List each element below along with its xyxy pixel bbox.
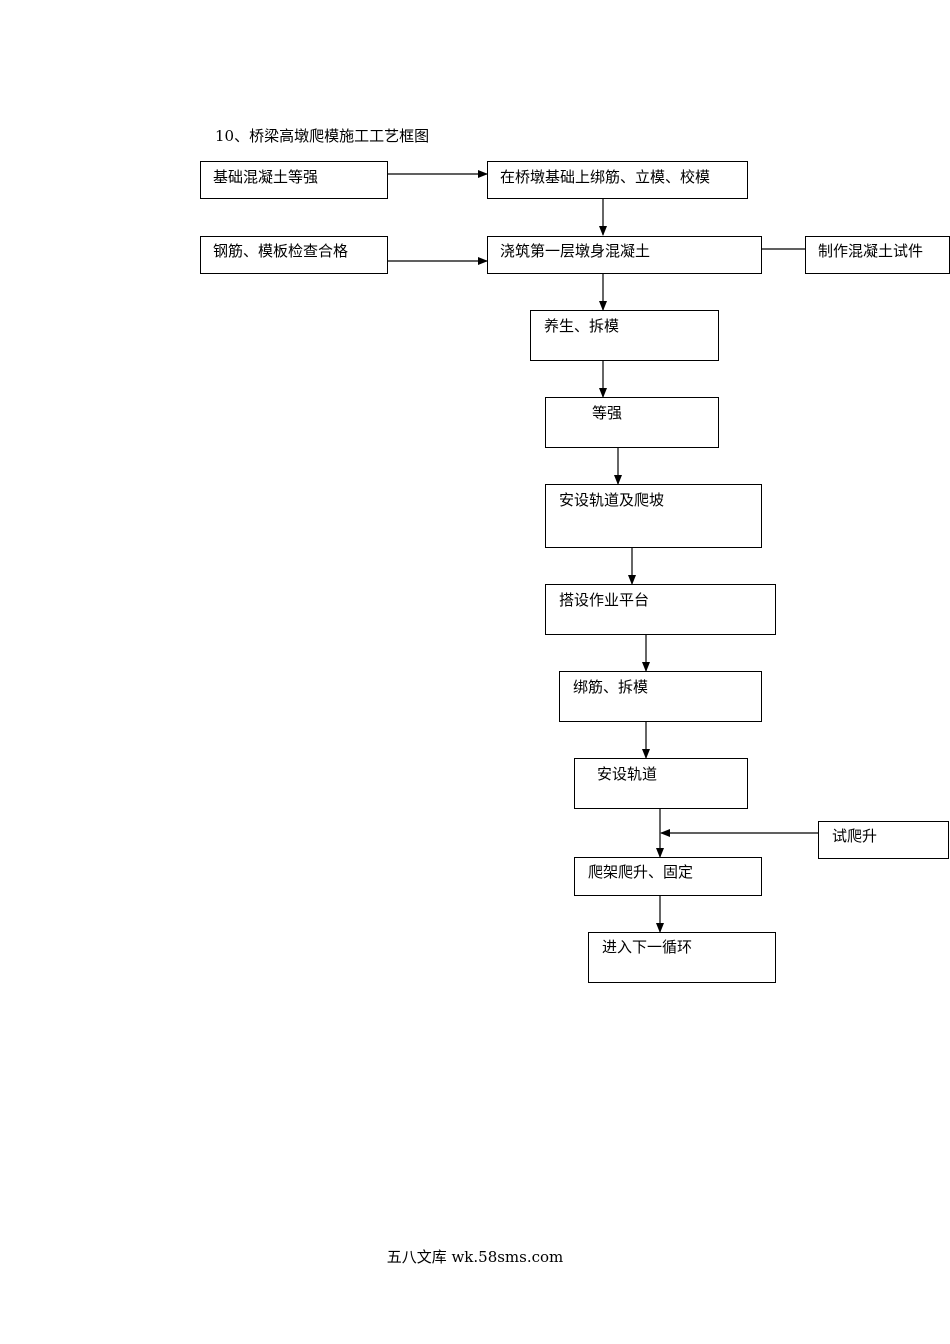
node-guidao: 安设轨道 [574, 758, 748, 809]
node-shijian-label: 制作混凝土试件 [818, 242, 924, 260]
node-bangjin-chaimo-label: 绑筋、拆模 [573, 678, 649, 696]
node-jichu: 基础混凝土等强 [200, 161, 388, 199]
node-guidao-pabo-label: 安设轨道及爬坡 [559, 491, 665, 509]
node-bangjin-chaimo: 绑筋、拆模 [559, 671, 762, 722]
node-guidao-label: 安设轨道 [597, 765, 658, 783]
node-xiayi-label: 进入下一循环 [602, 938, 693, 956]
node-jiaozhu-label: 浇筑第一层墩身混凝土 [500, 242, 651, 260]
node-gangjin: 钢筋、模板检查合格 [200, 236, 388, 274]
node-pingtai: 搭设作业平台 [545, 584, 776, 635]
node-pingtai-label: 搭设作业平台 [559, 591, 650, 609]
node-pajia-label: 爬架爬升、固定 [588, 863, 694, 881]
node-shijian: 制作混凝土试件 [805, 236, 950, 274]
node-pajia: 爬架爬升、固定 [574, 857, 762, 896]
node-xiayi: 进入下一循环 [588, 932, 776, 983]
node-dengqiang: 等强 [545, 397, 719, 448]
node-shipa: 试爬升 [818, 821, 949, 859]
node-dengqiang-label: 等强 [592, 404, 623, 422]
node-bangjin-label: 在桥墩基础上绑筋、立模、校模 [500, 168, 711, 186]
node-shipa-label: 试爬升 [832, 827, 878, 845]
node-yangsheng: 养生、拆模 [530, 310, 719, 361]
node-guidao-pabo: 安设轨道及爬坡 [545, 484, 762, 548]
node-jichu-label: 基础混凝土等强 [213, 168, 319, 186]
node-bangjin: 在桥墩基础上绑筋、立模、校模 [487, 161, 748, 199]
node-yangsheng-label: 养生、拆模 [544, 317, 620, 335]
page-footer: 五八文库 wk.58sms.com [386, 1248, 564, 1266]
node-gangjin-label: 钢筋、模板检查合格 [213, 242, 349, 260]
diagram-title: 10、桥梁高墩爬模施工工艺框图 [215, 127, 430, 145]
node-jiaozhu: 浇筑第一层墩身混凝土 [487, 236, 762, 274]
